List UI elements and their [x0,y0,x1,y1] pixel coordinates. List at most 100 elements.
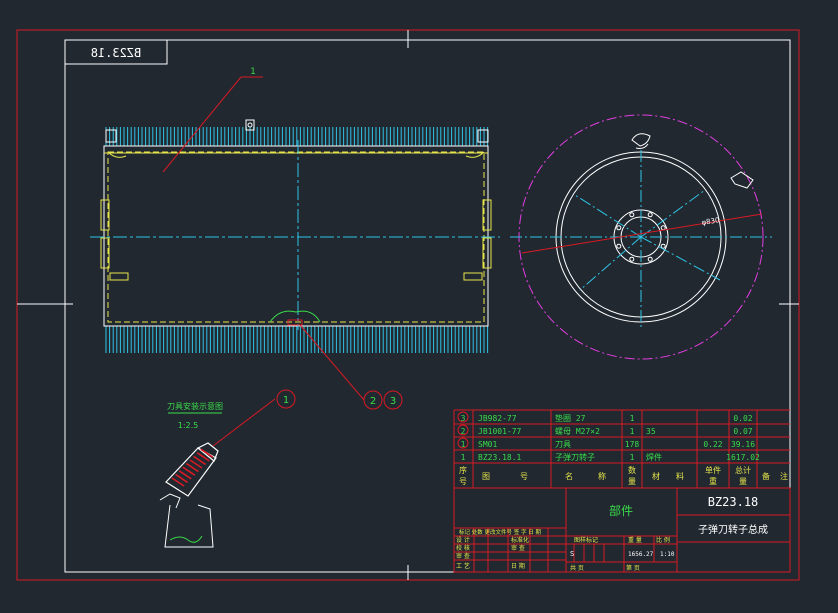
thread-hatch-line [175,473,189,484]
bom-cell-code: BZ23.18.1 [478,453,522,462]
bom-header-unit-2: 重 [709,476,717,486]
balloon-2-label: 2 [370,396,376,407]
side-knife [631,133,754,189]
thread-hatch-line [193,455,207,466]
bom-cell-name: 垫圈 27 [555,413,586,423]
bom-cell-total-wt: 0.07 [733,427,752,436]
bom-cell-total-wt: 39.16 [731,440,755,449]
bolt-hole [647,256,653,262]
label-sheet-total: 共 页 [570,564,584,572]
bolt-holes [616,212,666,262]
label-stage: 图样标记 [574,536,598,544]
bom-header-qty: 数 [628,465,636,475]
balloon-1 [276,389,296,409]
bom-row-3: 3 JB982-77 垫圈 27 1 0.02 [461,413,753,423]
bom-cell-name: 子弹刀转子 [555,452,595,462]
thread-hatch-line [178,470,192,480]
cutter-teeth-bottom [105,326,489,353]
leader-1-top: 1 [162,67,263,173]
bolt-hole [616,243,622,249]
detail-title: 刀具安装示意图 [167,401,223,411]
cutter-teeth-top [105,127,489,146]
centering-marks [17,30,799,580]
bom-cell-no: 2 [461,427,466,436]
lifting-lug [105,119,489,143]
bom-cell-qty: 1 [630,414,635,423]
label-check: 校 核 [456,544,470,552]
bom-cell-code: SM01 [478,440,497,449]
label-date: 日 期 [511,562,525,570]
bom-table: 3 JB982-77 垫圈 27 1 0.02 2 JB1001-77 螺母 M… [453,409,790,489]
thread-hatch-line [200,448,214,458]
knife-detail [159,442,219,548]
stage-mark: S [570,550,574,558]
side-view: φ830 [510,114,772,360]
balloon-3 [383,390,403,410]
bom-header-code-a: 图 [482,472,490,481]
title-block-grid [453,487,791,573]
bolt-hole [629,256,635,262]
side-centerlines [510,150,772,328]
label-weight: 重 量 [628,536,642,544]
bom-cell-name: 刀具 [555,440,571,449]
part-type: 部件 [609,503,633,518]
thread-hatch-line [185,462,199,473]
bom-cell-qty: 1 [630,453,635,462]
sheet-outer-border [16,29,800,581]
bolt-hole [629,212,635,218]
bom-cell-no: 1 [461,453,466,462]
bom-cell-qty: 178 [625,440,640,449]
sign-labels: 设 计 校 核 审 查 工 艺 标准化 审 查 日 期 图样标记 重 量 比 例… [456,536,670,572]
bolt-hole [616,225,622,231]
balloon-1-label: 1 [283,395,289,406]
title-drawing-number: BZ23.18 [708,495,759,509]
leader-1-label: 1 [250,67,256,77]
bolt-hole [660,225,666,231]
bom-cell-material: 35 [646,427,656,436]
detail-view: 刀具安装示意图 1:2.5 1 [159,389,296,548]
detail-scale: 1:2.5 [178,421,199,430]
thread-hatch-line [196,452,210,462]
label-process: 工 艺 [456,562,470,570]
bom-row-1a: 1 SM01 刀具 178 0.22 39.16 [461,440,756,449]
bom-row-1b: 1 BZ23.18.1 子弹刀转子 1 焊件 1617.02 [461,452,760,462]
bom-cell-material: 焊件 [646,452,662,462]
mirrored-drawing-id: BZ23.18 [91,46,142,60]
bom-header-total-2: 量 [739,477,747,486]
front-view [90,119,500,353]
bom-cell-code: JB982-77 [478,414,517,423]
mirrored-id-box [64,39,168,65]
bom-header-name-b: 称 [598,471,606,481]
thread-hatch-line [182,466,196,476]
bottom-welded-nut [269,310,321,323]
bom-header-note-b: 注 [780,471,788,481]
label-review: 审 查 [456,552,470,560]
detail-leader [212,398,276,447]
bolt-hole [647,212,653,218]
label-design: 设 计 [456,536,470,544]
label-standard: 标准化 [511,536,529,544]
revision-labels: 标记 处数 更改文件号 签 字 日 期 [459,528,541,536]
bom-no-balloons [457,411,469,449]
label-scale: 比 例 [656,536,670,544]
title-weight: 1656.27 [628,551,654,558]
thread-hatch-line [189,459,203,469]
diameter-label: φ830 [701,216,720,227]
bom-header-mat-b: 料 [676,471,684,481]
bom-cell-no: 3 [461,414,466,423]
bom-cell-total-wt: 0.02 [733,414,752,423]
bom-header-no: 序 [459,465,467,475]
bom-header-unit: 单件 [705,465,721,475]
title-block: 部件 BZ23.18 子弹刀转子总成 标记 处数 更改文件号 签 字 日 期 设… [453,487,791,573]
balloon-3-label: 3 [390,396,396,407]
bom-header-total: 总计 [735,465,751,475]
bom-header-note-a: 备 [762,471,770,481]
front-centerlines [90,140,500,330]
bom-cell-code: JB1001-77 [478,427,522,436]
bom-header-no-2: 号 [459,477,467,486]
label-review-2: 审 查 [511,544,525,552]
title-part-name: 子弹刀转子总成 [698,523,768,536]
balloons-2-3: 2 3 [299,324,403,410]
rotor-body-outline [103,145,489,327]
